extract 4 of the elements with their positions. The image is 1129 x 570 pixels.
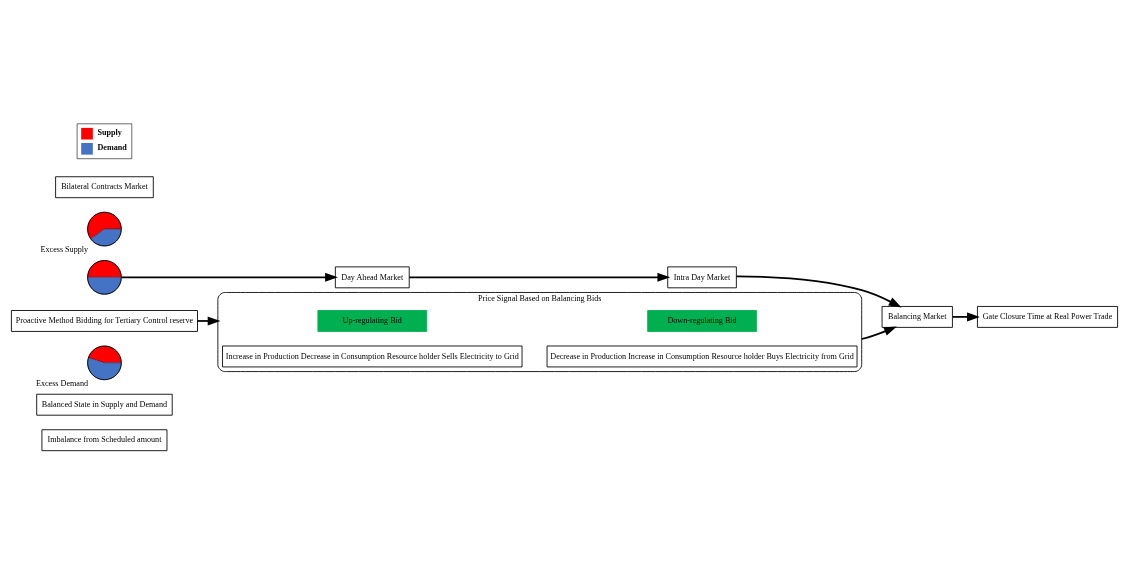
legend-label: Supply (97, 127, 122, 137)
node-label: Excess Demand (35, 378, 89, 388)
legend-label: Demand (97, 142, 127, 152)
node-label: Excess Supply (40, 244, 89, 254)
